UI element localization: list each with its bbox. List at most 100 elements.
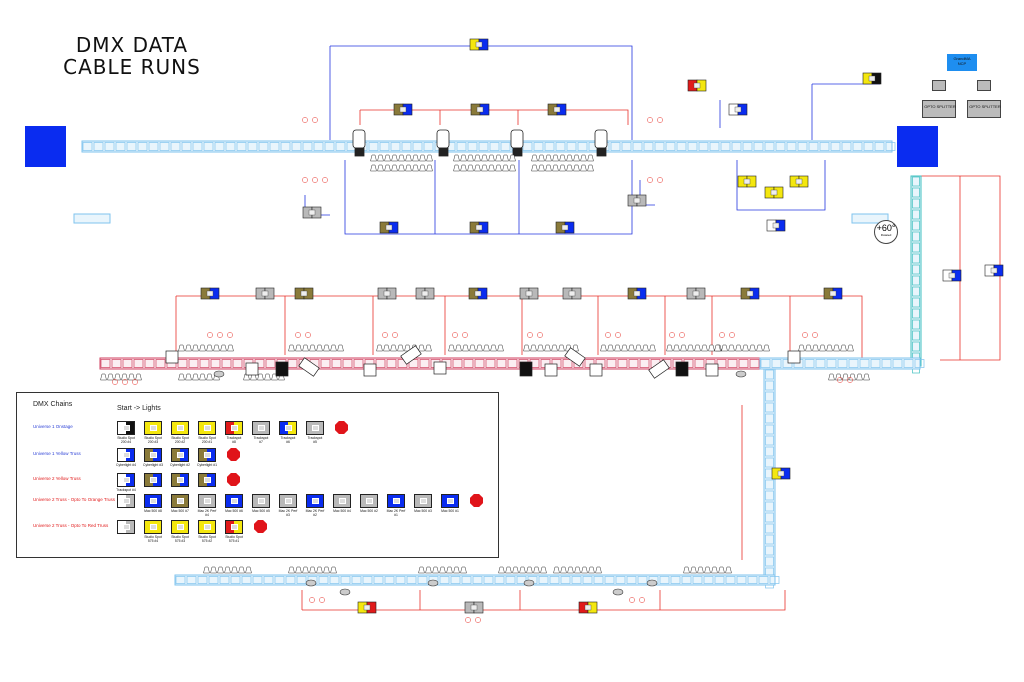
truss-cell — [765, 512, 774, 523]
lamp — [217, 566, 224, 574]
truss-cell — [912, 297, 920, 308]
truss-cell — [765, 501, 774, 512]
truss-cell — [676, 142, 687, 151]
dmx-node-chip — [789, 175, 809, 188]
lamp — [573, 164, 580, 172]
truss-cell — [170, 142, 181, 151]
truss-cell — [439, 576, 450, 584]
legend-row-label: Universe 2 Truss - Opto To Red Truss — [33, 523, 109, 528]
lamp — [245, 566, 252, 574]
lamp — [714, 344, 721, 352]
truss-cell — [390, 142, 401, 151]
lamp — [519, 566, 526, 574]
chip-icon — [123, 477, 130, 483]
chip-icon — [258, 498, 265, 504]
chip-icon — [150, 477, 157, 483]
lamp — [607, 344, 614, 352]
legend-chip — [117, 421, 135, 435]
legend-chip-caption: Trackspot#6 — [274, 436, 302, 444]
legend-chip-caption: Mac 500 #3 — [409, 509, 437, 513]
lamp — [530, 344, 537, 352]
lamp — [309, 566, 316, 574]
upper-truss — [81, 140, 896, 153]
truss-cell — [659, 576, 670, 584]
lamp — [474, 164, 481, 172]
spare-truss-left — [73, 213, 111, 224]
legend-chip — [306, 421, 324, 435]
dmx-node-chips — [200, 38, 1004, 614]
lamp — [178, 373, 185, 381]
chip-caption-line: #3 — [286, 513, 290, 517]
dmx-node-chip — [393, 103, 413, 116]
truss-cell — [230, 576, 241, 584]
circuit-marker — [657, 177, 663, 183]
lamp — [264, 373, 271, 381]
circuit-marker — [322, 177, 328, 183]
truss-cell — [903, 359, 914, 368]
dmx-node-chip — [862, 72, 882, 85]
lamp — [828, 373, 835, 381]
circuit-marker — [837, 377, 843, 383]
truss-cell — [870, 359, 881, 368]
truss-cell — [225, 142, 236, 151]
lamp — [467, 164, 474, 172]
chip-icon — [204, 524, 211, 530]
opto-splitter-2: OPTO SPLITTER — [967, 100, 1001, 118]
chip-caption-line: Studio Spot — [171, 535, 189, 539]
lamp — [538, 154, 545, 162]
lamp — [425, 566, 432, 574]
legend-chip — [387, 494, 405, 508]
lamp — [798, 344, 805, 352]
lamp — [405, 154, 412, 162]
truss-cell — [692, 576, 703, 584]
truss-cell — [621, 142, 632, 151]
lamp — [337, 344, 344, 352]
truss-cell — [665, 142, 676, 151]
truss-cell — [716, 359, 727, 368]
legend-chip — [117, 448, 135, 462]
truss-cell — [637, 576, 648, 584]
lamp — [467, 154, 474, 162]
lamp — [370, 164, 377, 172]
lamp — [295, 566, 302, 574]
truss-cell — [694, 359, 705, 368]
legend-chip-caption: Mac 2K Perf#2 — [301, 509, 329, 517]
grandma-label-1: GrandMA — [953, 56, 971, 61]
truss-cell — [100, 359, 111, 368]
circuit-marker — [647, 117, 653, 123]
truss-cell — [786, 142, 797, 151]
dmx-node-chip — [942, 269, 962, 282]
truss-cell — [159, 142, 170, 151]
circuit-marker — [847, 377, 853, 383]
chip-icon — [123, 524, 130, 530]
lamp — [540, 566, 547, 574]
lamp — [384, 164, 391, 172]
truss-cell — [379, 142, 390, 151]
lamp — [635, 344, 642, 352]
circuit-marker — [392, 332, 398, 338]
chip-caption-line: Studio Spot — [171, 436, 189, 440]
lamp — [462, 344, 469, 352]
truss-cell — [175, 576, 186, 584]
truss-cell — [450, 576, 461, 584]
chip-caption-line: 200 #1 — [201, 440, 213, 444]
dmx-node-chip — [771, 467, 791, 480]
lamp — [453, 154, 460, 162]
truss-cell — [324, 142, 335, 151]
truss-cell — [577, 142, 588, 151]
truss-cell — [505, 576, 516, 584]
lamp — [398, 164, 405, 172]
dmx-node-chip — [255, 287, 275, 300]
truss-cell — [133, 359, 144, 368]
lamp — [553, 566, 560, 574]
dmx-node-chip — [686, 287, 706, 300]
legend-row-label: Universe 1 Onstage — [33, 424, 73, 429]
lamp — [192, 344, 199, 352]
dmx-node-chip — [740, 287, 760, 300]
truss-cell — [241, 576, 252, 584]
lamp — [398, 154, 405, 162]
lamp — [701, 344, 708, 352]
chip-icon — [339, 498, 346, 504]
